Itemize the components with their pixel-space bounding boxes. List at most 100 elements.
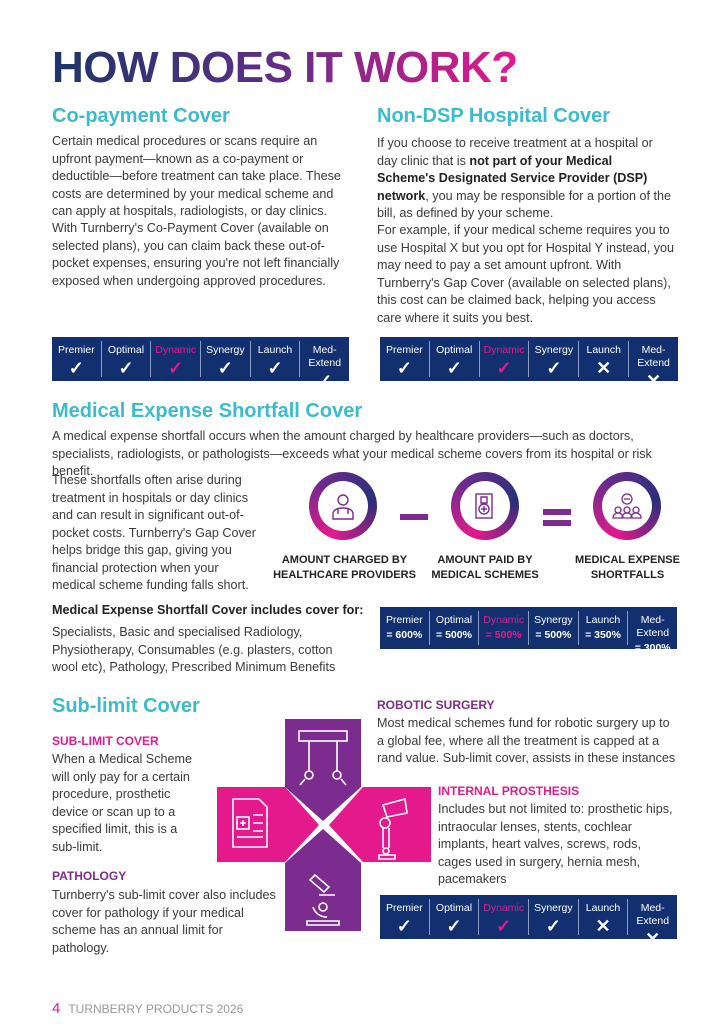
robotic-surgery-text: Most medical schemes fund for robotic su… [377, 716, 676, 765]
plan-cell-optimal: Optimal ✓ [100, 341, 151, 378]
plan-name: Premier [385, 902, 423, 914]
sublimit-cover-heading: SUB-LIMIT COVER [52, 734, 159, 748]
plan-name: Premier [57, 344, 95, 356]
check-icon: ✓ [396, 358, 412, 378]
nondsp-text: , you may be responsible for a portion o… [377, 188, 672, 221]
equals-sign-top [543, 509, 571, 515]
sublimit-heading: Sub-limit Cover [52, 695, 200, 717]
plan-name: Synergy [534, 344, 574, 356]
label-line: MEDICAL EXPENSE [575, 554, 680, 566]
doctor-icon [332, 494, 354, 520]
plan-name: Med-Extend [637, 344, 670, 369]
plan-cell-launch: Launch✕ [577, 899, 628, 936]
footer-text: TURNBERRY PRODUCTS 2026 [68, 1002, 244, 1016]
shortfall-includes-heading: Medical Expense Shortfall Cover includes… [52, 603, 364, 617]
document-icon [232, 798, 268, 848]
label-line: AMOUNT PAID BY [437, 554, 533, 566]
plan-cell-optimal: Optimal ✓ [428, 341, 479, 378]
plan-name: Med-Extend [308, 344, 342, 369]
internal-prosthesis-text: Includes but not limited to: prosthetic … [438, 802, 673, 886]
plan-cell-premier: Premier✓ [52, 341, 101, 378]
plan-cell-dynamic: Dynamic = 500% [478, 611, 528, 645]
plan-cell-optimal: Optimal= 500% [428, 611, 479, 645]
shortfall-includes-list: Specialists, Basic and specialised Radio… [52, 625, 336, 674]
nondsp-paragraph-1: If you choose to receive treatment at a … [377, 135, 672, 223]
plan-name: Optimal [435, 614, 473, 626]
internal-prosthesis-heading: INTERNAL PROSTHESIS [438, 784, 580, 798]
plan-cell-optimal: Optimal ✓ [428, 899, 479, 936]
group-shortfall-icon-circle [593, 472, 661, 540]
plan-cell-synergy: Synergy ✓ [528, 341, 578, 378]
label-amount-paid: AMOUNT PAID BY MEDICAL SCHEMES [420, 553, 550, 583]
check-icon: ✓ [396, 916, 412, 936]
plan-name: Optimal [435, 902, 473, 914]
check-icon: ✓ [217, 358, 233, 378]
plan-cell-launch: Launch = 350% [577, 611, 628, 645]
plan-name: Optimal [107, 344, 145, 356]
plan-percentage: = 500% [535, 629, 572, 641]
copayment-paragraph-2: With Turnberry's Co-Payment Cover (avail… [52, 221, 340, 288]
plan-name: Dynamic [483, 614, 525, 626]
nondsp-bold-text: not part of your Medical Scheme's Design… [377, 153, 648, 203]
label-shortfalls: MEDICAL EXPENSE SHORTFALLS [565, 553, 690, 583]
page-title: HOW DOES IT WORK? [52, 40, 518, 96]
label-amount-charged: AMOUNT CHARGED BY HEALTHCARE PROVIDERS [272, 553, 417, 583]
check-icon: ✓ [446, 358, 462, 378]
nondsp-heading: Non-DSP Hospital Cover [377, 105, 610, 127]
minus-sign [400, 514, 428, 520]
plan-cell-dynamic: Dynamic✓ [478, 899, 528, 936]
sublimit-plan-table: Premier✓Optimal✓Dynamic✓Synergy✓Launch✕M… [380, 895, 677, 949]
plan-percentage: = 350% [585, 629, 621, 641]
plan-cell-med-extend: Med-Extend✕ [627, 899, 677, 949]
plan-cell-synergy: Synergy✓ [528, 899, 578, 936]
check-icon: ✓ [118, 358, 134, 378]
plan-name: Optimal [436, 344, 473, 356]
plan-name: Launch [585, 614, 621, 626]
plan-name: Dynamic [155, 344, 197, 356]
robotic-surgery-heading: ROBOTIC SURGERY [377, 698, 495, 712]
copayment-paragraph-1: Certain medical procedures or scans requ… [52, 134, 341, 218]
check-icon: ✓ [546, 358, 562, 378]
group-shortfall-icon [612, 493, 642, 519]
label-line: MEDICAL SCHEMES [431, 569, 539, 581]
label-line: SHORTFALLS [590, 569, 665, 581]
plan-name: Med-Extend [636, 902, 670, 927]
sublimit-diagram [217, 719, 431, 931]
robotic-arm-icon [298, 730, 348, 786]
plan-cell-premier: Premier= 600% [380, 611, 429, 645]
plan-cell-synergy: Synergy = 500% [528, 611, 578, 645]
plan-percentage: = 500% [485, 629, 522, 641]
prosthetic-leg-icon [378, 797, 408, 860]
check-icon: ✓ [446, 916, 462, 936]
plan-name: Launch [257, 344, 293, 356]
plan-name: Dynamic [483, 344, 525, 356]
label-line: AMOUNT CHARGED BY [281, 554, 408, 566]
plan-cell-launch: Launch✕ [578, 341, 628, 378]
plan-name: Synergy [534, 614, 573, 626]
plan-name: Dynamic [483, 902, 525, 914]
nondsp-text: If you choose to receive treatment at a … [377, 136, 653, 168]
pathology-report-tile [217, 787, 319, 862]
robotic-surgery-tile [285, 719, 361, 821]
check-icon: ✓ [496, 358, 512, 378]
shortfall-heading: Medical Expense Shortfall Cover [52, 400, 363, 422]
shortfall-plan-table: Premier= 600%Optimal= 500%Dynamic= 500%S… [380, 607, 677, 654]
doctor-icon-circle [309, 472, 377, 540]
plan-name: Med-Extend [636, 614, 670, 639]
shortfall-side-text: These shortfalls often arise during trea… [52, 473, 256, 592]
medical-record-icon [475, 493, 493, 519]
cross-icon: ✕ [596, 358, 612, 378]
cross-icon: ✕ [646, 371, 662, 391]
check-icon: ✓ [317, 371, 333, 391]
plan-cell-dynamic: Dynamic✓ [150, 341, 200, 378]
plan-name: Launch [585, 902, 621, 914]
plan-name: Synergy [206, 344, 245, 356]
check-icon: ✓ [545, 916, 561, 936]
label-line: HEALTHCARE PROVIDERS [273, 569, 416, 581]
check-icon: ✓ [267, 358, 283, 378]
nondsp-plan-table: Premier✓Optimal✓Dynamic✓Synergy✓Launch✕M… [380, 337, 678, 391]
shortfall-intro: A medical expense shortfall occurs when … [52, 429, 652, 478]
copayment-heading: Co-payment Cover [52, 105, 230, 127]
microscope-icon [306, 873, 340, 926]
